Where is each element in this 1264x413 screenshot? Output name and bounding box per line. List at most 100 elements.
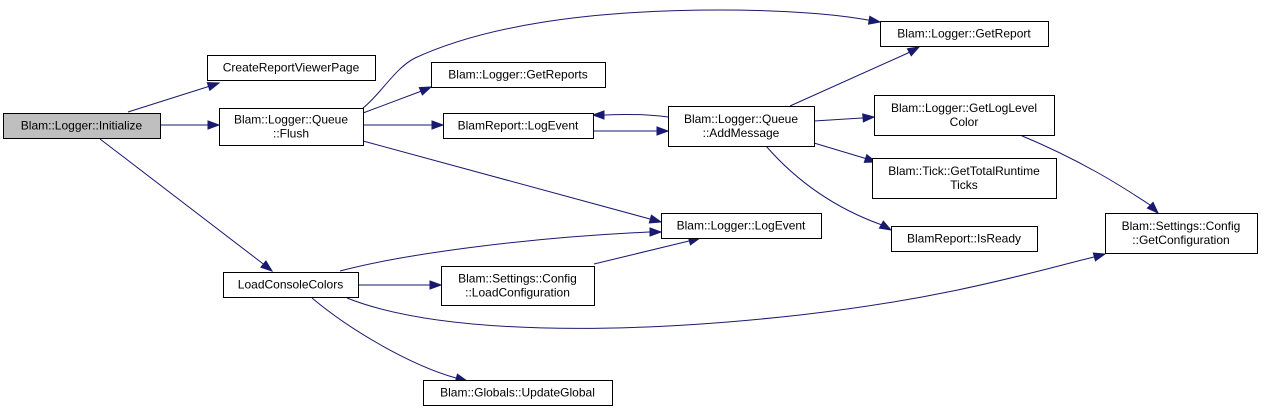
node-get-report[interactable]: Blam::Logger::GetReport (880, 21, 1049, 47)
edge-line (362, 9, 881, 109)
node-label-line: Ticks (950, 178, 978, 192)
edge-arrowhead (1146, 201, 1160, 215)
edge-arrowhead (207, 120, 221, 130)
edge-arrowhead (591, 110, 605, 120)
edge-arrowhead (418, 86, 433, 96)
edge-settings_load_configuration-to-logger_log_event (593, 236, 702, 265)
edge-load_console_colors-to-globals_update_global (311, 297, 469, 383)
edge-line (346, 253, 1106, 329)
node-label-line: CreateReportViewerPage (223, 61, 360, 75)
edge-arrowhead (260, 260, 274, 272)
node-queue-add-message[interactable]: Blam::Logger::Queue::AddMessage (668, 106, 815, 147)
edge-queue_add_message-to-tick_get_total_runtime_ticks (813, 142, 878, 163)
edge-initialize-to-queue_flush (160, 120, 221, 130)
edge-initialize-to-load_console_colors (99, 138, 274, 272)
node-create-report-viewer-page[interactable]: CreateReportViewerPage (207, 55, 376, 81)
node-box[interactable] (219, 108, 364, 146)
node-box[interactable] (891, 226, 1038, 252)
node-label-line: Blam::Logger::GetLogLevel (891, 101, 1037, 115)
node-globals-update-global[interactable]: Blam::Globals::UpdateGlobal (423, 380, 613, 406)
node-label-line: Blam::Tick::GetTotalRuntime (888, 164, 1040, 178)
node-box[interactable] (661, 213, 822, 239)
edge-arrowhead (862, 113, 876, 123)
edge-get_log_level_color-to-settings_get_configuration (1019, 134, 1160, 215)
edge-queue_add_message-to-blamreport_is_ready (765, 145, 893, 231)
edge-line (339, 231, 661, 272)
edge-arrowhead (206, 82, 221, 92)
node-load-console-colors[interactable]: LoadConsoleColors (223, 272, 359, 298)
edge-arrowhead (867, 15, 882, 25)
nodes-layer: Blam::Logger::Initialize CreateReportView… (3, 21, 1258, 406)
edge-line (593, 113, 669, 118)
node-initialize[interactable]: Blam::Logger::Initialize (3, 113, 161, 139)
node-box[interactable] (207, 55, 376, 81)
edge-load_console_colors-to-settings_get_configuration (346, 252, 1107, 329)
edge-line (593, 237, 701, 265)
edge-queue_flush-to-get_reports (362, 86, 433, 114)
edge-arrowhead (431, 120, 445, 130)
edge-queue_flush-to-get_report (362, 9, 882, 109)
node-box[interactable] (872, 158, 1057, 199)
node-settings-get-configuration[interactable]: Blam::Settings::Config::GetConfiguration (1105, 213, 1258, 254)
node-box[interactable] (1105, 213, 1258, 254)
edge-initialize-to-create_report_viewer_page (127, 82, 221, 113)
node-label-line: Blam::Logger::Initialize (21, 119, 143, 133)
node-blamreport-log-event[interactable]: BlamReport::LogEvent (443, 113, 594, 139)
node-label-line: BlamReport::LogEvent (458, 119, 579, 133)
node-label-line: Blam::Globals::UpdateGlobal (440, 386, 595, 400)
node-label-line: Color (950, 115, 979, 129)
node-label-line: Blam::Logger::LogEvent (677, 219, 806, 233)
edge-blamreport_log_event-to-queue_add_message (593, 126, 670, 136)
node-label-line: ::GetConfiguration (1132, 233, 1229, 247)
node-label-line: Blam::Settings::Config (1122, 219, 1241, 233)
node-box[interactable] (443, 113, 594, 139)
node-settings-load-configuration[interactable]: Blam::Settings::Config::LoadConfiguratio… (441, 266, 595, 306)
edge-line (311, 297, 468, 382)
edge-load_console_colors-to-logger_log_event (339, 227, 663, 272)
edge-line (765, 145, 892, 231)
node-label-line: Blam::Logger::GetReports (448, 68, 587, 82)
node-label-line: ::AddMessage (703, 126, 780, 140)
edge-arrowhead (649, 227, 663, 237)
node-label-line: Blam::Settings::Config (458, 272, 577, 286)
node-box[interactable] (223, 272, 359, 298)
node-box[interactable] (423, 380, 613, 406)
node-logger-log-event[interactable]: Blam::Logger::LogEvent (661, 213, 822, 239)
edges-layer (99, 9, 1160, 383)
node-box[interactable] (668, 106, 815, 147)
node-box[interactable] (874, 95, 1055, 136)
node-get-reports[interactable]: Blam::Logger::GetReports (431, 62, 606, 88)
node-queue-flush[interactable]: Blam::Logger::Queue::Flush (219, 108, 364, 146)
edge-line (1019, 134, 1159, 214)
edge-line (362, 140, 662, 223)
node-label-line: Blam::Logger::Queue (684, 112, 798, 126)
edge-queue_flush-to-blamreport_log_event (363, 120, 445, 130)
edge-arrowhead (429, 280, 443, 290)
node-label-line: BlamReport::IsReady (907, 232, 1021, 246)
node-box[interactable] (441, 266, 595, 306)
edge-queue_add_message-to-get_log_level_color (813, 113, 876, 123)
edge-arrowhead (656, 126, 670, 136)
node-box[interactable] (3, 113, 161, 139)
node-label-line: ::Flush (273, 127, 309, 141)
node-box[interactable] (431, 62, 606, 88)
node-label-line: Blam::Logger::Queue (234, 113, 348, 127)
node-blamreport-is-ready[interactable]: BlamReport::IsReady (891, 226, 1038, 252)
edge-arrowhead (1092, 252, 1107, 262)
edge-queue_flush-to-logger_log_event (362, 140, 663, 224)
node-box[interactable] (880, 21, 1049, 47)
node-label-line: LoadConsoleColors (238, 278, 343, 292)
edge-queue_add_message-to-get_report (789, 46, 921, 107)
edge-queue_add_message-to-blamreport_log_event (591, 110, 669, 120)
node-label-line: ::LoadConfiguration (465, 286, 570, 300)
edge-arrowhead (648, 214, 663, 224)
edge-arrowhead (878, 220, 893, 231)
edge-line (127, 82, 220, 113)
edge-arrowhead (906, 46, 921, 57)
edge-load_console_colors-to-settings_load_configuration (358, 280, 443, 290)
node-label-line: Blam::Logger::GetReport (897, 27, 1031, 41)
edge-line (99, 138, 273, 272)
